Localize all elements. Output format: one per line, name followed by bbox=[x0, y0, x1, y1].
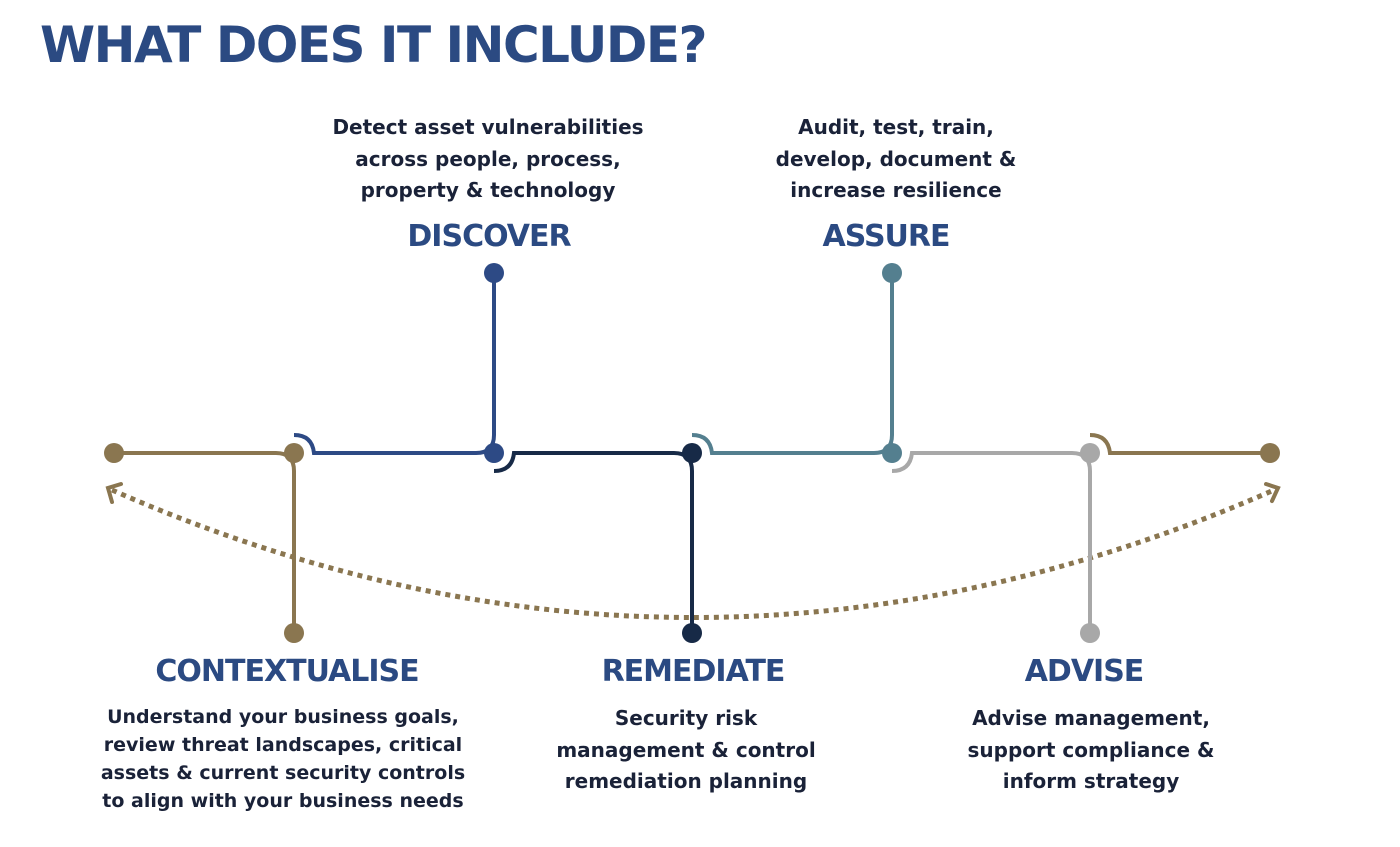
advise-title: ADVISE bbox=[1024, 654, 1145, 689]
contextualise-description-line: to align with your business needs bbox=[102, 790, 464, 812]
remediate-description-line: Security risk bbox=[614, 706, 758, 730]
advise-description-line: inform strategy bbox=[1002, 769, 1180, 793]
contextualise-description-line: review threat landscapes, critical bbox=[103, 734, 463, 756]
cycle-arrow-head-left bbox=[105, 482, 123, 504]
advise-description: Advise management, support compliance & … bbox=[968, 703, 1215, 798]
contextualise-connector bbox=[114, 451, 296, 633]
contextualise-end-node bbox=[284, 623, 304, 643]
page-title: WHAT DOES IT INCLUDE? bbox=[40, 16, 708, 74]
remediate-description: Security risk management & control remed… bbox=[556, 703, 815, 798]
assure-end-node bbox=[882, 263, 902, 283]
advise-description-line: support compliance & bbox=[967, 737, 1215, 762]
advise-junction-node bbox=[1080, 443, 1100, 463]
cycle-arrow bbox=[110, 487, 1276, 620]
contextualise-description-line: assets & current security controls bbox=[100, 762, 466, 784]
return-end-node bbox=[1260, 443, 1280, 463]
advise-connector bbox=[891, 451, 1092, 633]
discover-title: DISCOVER bbox=[407, 219, 571, 254]
discover-description-line: property & technology bbox=[360, 178, 616, 202]
discover-description-line: Detect asset vulnerabilities bbox=[332, 115, 644, 139]
discover-connector bbox=[293, 273, 496, 455]
discover-junction-node bbox=[484, 443, 504, 463]
remediate-title: REMEDIATE bbox=[601, 654, 786, 689]
discover-description-line: across people, process, bbox=[355, 146, 621, 171]
assure-junction-node bbox=[882, 443, 902, 463]
advise-description-line: Advise management, bbox=[972, 706, 1210, 730]
assure-description: Audit, test, train, develop, document & … bbox=[776, 112, 1017, 207]
contextualise-title: CONTEXTUALISE bbox=[155, 654, 419, 689]
assure-title: ASSURE bbox=[822, 219, 950, 254]
assure-description-line: Audit, test, train, bbox=[798, 115, 994, 139]
contextualise-start-node bbox=[104, 443, 124, 463]
contextualise-description-line: Understand your business goals, bbox=[107, 706, 459, 728]
contextualise-description: Understand your business goals, review t… bbox=[101, 703, 465, 815]
remediate-connector bbox=[493, 451, 694, 633]
remediate-description-line: management & control bbox=[556, 737, 816, 762]
cycle-arrow-head-right bbox=[1264, 482, 1281, 503]
assure-description-line: develop, document & bbox=[775, 146, 1017, 171]
contextualise-junction-node bbox=[284, 443, 304, 463]
assure-description-line: increase resilience bbox=[790, 178, 1002, 202]
remediate-description-line: remediation planning bbox=[564, 769, 808, 793]
advise-end-node bbox=[1080, 623, 1100, 643]
discover-end-node bbox=[484, 263, 504, 283]
remediate-end-node bbox=[682, 623, 702, 643]
assure-connector bbox=[691, 273, 894, 455]
remediate-junction-node bbox=[682, 443, 702, 463]
discover-description: Detect asset vulnerabilities across peop… bbox=[332, 112, 643, 207]
return-connector bbox=[1089, 433, 1270, 455]
